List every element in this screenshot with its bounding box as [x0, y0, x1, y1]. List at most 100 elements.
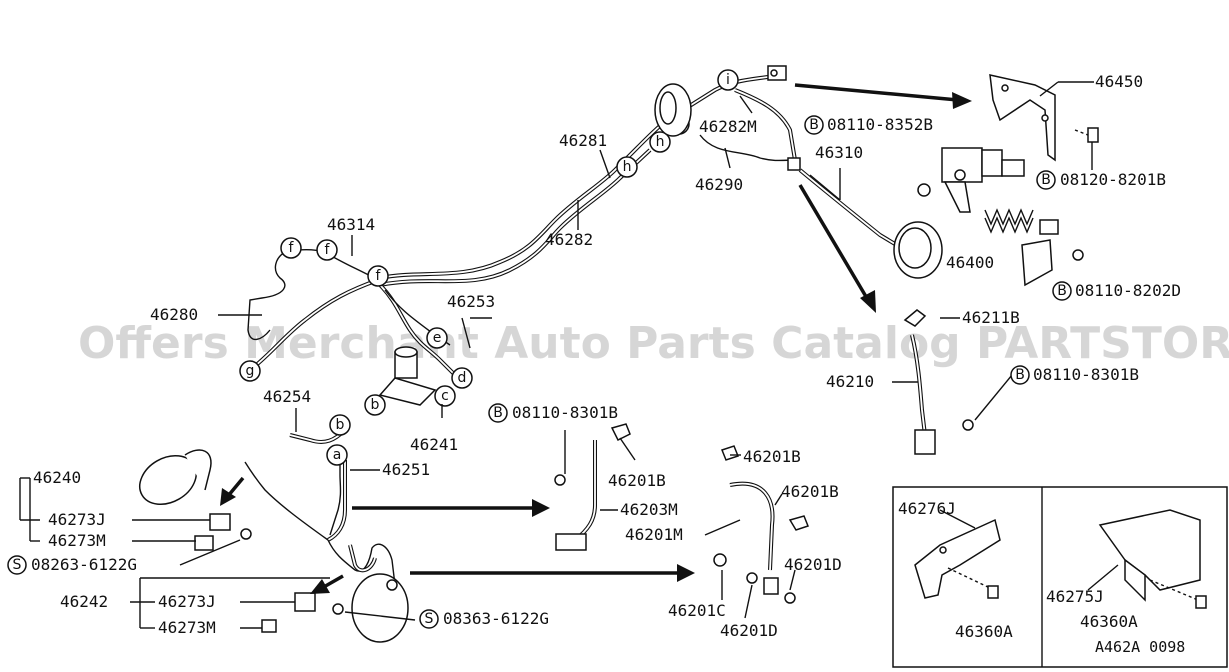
label-46203m: 46203M [620, 500, 678, 519]
label-46253: 46253 [447, 292, 495, 311]
clip-46201b-c [788, 515, 809, 531]
screw-symbol-icon [419, 609, 439, 629]
bolt-symbol-icon [804, 115, 824, 135]
bolt-46360a-a [987, 585, 999, 599]
marker-f3-label: f [376, 268, 382, 284]
bushing-46273j-bot [294, 592, 316, 612]
spring-assembly [984, 208, 1084, 287]
bolt-08110-8202d [1072, 249, 1084, 261]
marker-f1 [280, 237, 302, 259]
marker-h2 [649, 131, 671, 153]
brake-pipe-main [247, 74, 907, 377]
label-46210: 46210 [826, 372, 874, 391]
label-46201b-b: 46201B [743, 447, 801, 466]
hose-end-46210 [914, 429, 936, 455]
screw-08363-6122g [332, 603, 344, 615]
label-08110-8301b-right: 08110-8301B [1033, 365, 1139, 384]
label-46314: 46314 [327, 215, 375, 234]
svg-text:B: B [1057, 283, 1067, 299]
label-46282m: 46282M [699, 117, 757, 136]
figure-code: A462A 0098 [1095, 638, 1185, 656]
marker-f2-label: f [325, 242, 331, 258]
label-46276j: 46276J [898, 499, 956, 518]
bolt-08110-8352b [917, 183, 931, 197]
bushing-46273m-bot [261, 619, 277, 633]
components [139, 65, 1099, 643]
label-46201b-c: 46201B [781, 482, 839, 501]
label-46310: 46310 [815, 143, 863, 162]
label-46281: 46281 [559, 131, 607, 150]
label-08110-8202d: 08110-8202D [1075, 281, 1181, 300]
marker-a-label: a [333, 447, 342, 463]
hose-46203m [554, 423, 631, 551]
marker-e [426, 327, 448, 349]
marker-f3 [367, 265, 389, 287]
bolt-08120-8201b [1087, 127, 1099, 143]
label-46211b: 46211B [962, 308, 1020, 327]
bolt-46360a-b [1195, 595, 1207, 609]
label-46280: 46280 [150, 305, 198, 324]
label-46273j-top: 46273J [48, 510, 106, 529]
label-46251: 46251 [382, 460, 430, 479]
bracket-46450 [989, 74, 1056, 162]
label-46273m-bot: 46273M [158, 618, 216, 637]
watermark-text: Offers Merchant Auto Parts Catalog PARTS… [78, 318, 1229, 369]
label-46254: 46254 [263, 387, 311, 406]
label-46201d-b: 46201D [720, 621, 778, 640]
label-08263-6122g: 08263-6122G [31, 555, 137, 574]
screw-symbol-icon [7, 555, 27, 575]
label-46290: 46290 [695, 175, 743, 194]
label-08363-6122g: 08363-6122G [443, 609, 549, 628]
bushing-46273m-top [194, 535, 214, 551]
marker-i-label: i [726, 72, 730, 88]
marker-b2-label: b [336, 417, 345, 433]
label-08110-8301b-mid: 08110-8301B [512, 403, 618, 422]
bolt-symbol-icon [1036, 170, 1056, 190]
marker-i [717, 69, 739, 91]
label-46273j-bot: 46273J [158, 592, 216, 611]
bolt-08110-8301b-mid [554, 474, 566, 486]
bolt-46201c [713, 553, 727, 567]
shield-46276j [914, 518, 1001, 599]
inset-box [892, 486, 1228, 668]
label-46360a-b: 46360A [1080, 612, 1138, 631]
label-46201c: 46201C [668, 601, 726, 620]
hose-46201m [713, 445, 809, 604]
label-46282: 46282 [545, 230, 593, 249]
marker-h2-label: h [656, 134, 665, 150]
label-46400: 46400 [946, 253, 994, 272]
svg-text:S: S [13, 557, 22, 573]
marker-f2 [316, 239, 338, 261]
bolt-08110-8301b-right [962, 419, 974, 431]
label-46275j: 46275J [1046, 587, 1104, 606]
part-labels: 46450 08110-8352B 46282M 46281 46310 081… [31, 72, 1185, 656]
svg-text:B: B [493, 405, 503, 421]
clip-46201b-a [610, 423, 631, 442]
washer-46201d-b [784, 592, 796, 604]
marker-c [434, 385, 456, 407]
bolt-symbol-icon [1010, 365, 1030, 385]
backplate-lower [351, 573, 409, 643]
label-46201d-a: 46201D [784, 555, 842, 574]
screw-08263-6122g [240, 528, 252, 540]
svg-text:S: S [425, 611, 434, 627]
label-46201b-a: 46201B [608, 471, 666, 490]
marker-c-label: c [441, 388, 449, 404]
label-08110-8352b: 08110-8352B [827, 115, 933, 134]
marker-b2 [329, 414, 351, 436]
label-46450: 46450 [1095, 72, 1143, 91]
fastener-symbols: B B B B B S S [7, 115, 1072, 629]
label-46242: 46242 [60, 592, 108, 611]
marker-d [451, 367, 473, 389]
marker-a [326, 444, 348, 466]
marker-b1-label: b [371, 397, 380, 413]
marker-d-label: d [458, 370, 467, 386]
label-46241: 46241 [410, 435, 458, 454]
svg-text:B: B [809, 117, 819, 133]
marker-h1-label: h [623, 159, 632, 175]
shield-46275j [1098, 509, 1201, 591]
leader-lines [19, 81, 1094, 629]
clip-46211b [903, 309, 927, 327]
